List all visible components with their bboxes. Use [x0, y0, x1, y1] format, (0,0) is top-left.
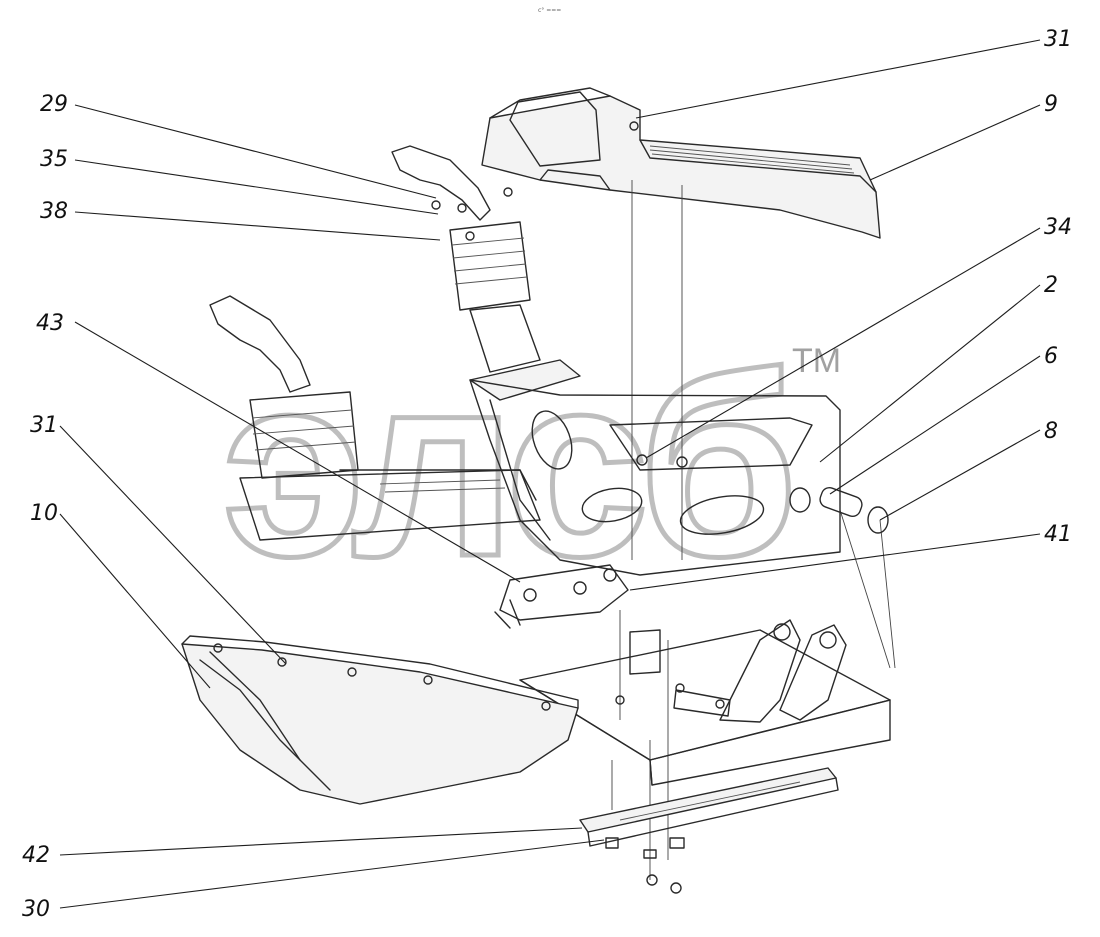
- hinge-brackets: [629, 619, 847, 723]
- main-bracket: [469, 379, 841, 576]
- callout-2: 2: [1044, 273, 1058, 298]
- right-control-lever: [391, 145, 581, 401]
- fasteners: [605, 121, 685, 894]
- callout-34: 34: [1044, 215, 1072, 240]
- callout-31-top: 31: [1044, 27, 1072, 52]
- callout-41: 41: [1044, 522, 1072, 547]
- callout-9: 9: [1044, 92, 1058, 117]
- callout-42: 42: [22, 843, 50, 868]
- header-mark: c° ===: [538, 7, 561, 14]
- callout-8: 8: [1044, 419, 1058, 444]
- callouts: 31 9 29 35 38 34 2 6 43 8 31 41 10 42 30: [22, 27, 1072, 922]
- callout-29: 29: [40, 92, 68, 117]
- callout-38: 38: [40, 199, 68, 224]
- console-cover-part: [481, 87, 881, 239]
- callout-30: 30: [22, 897, 50, 922]
- lock-mechanism: [494, 564, 629, 629]
- callout-10: 10: [30, 501, 58, 526]
- callout-43: 43: [36, 311, 64, 336]
- callout-31-left: 31: [30, 413, 58, 438]
- leader-lines: [59, 39, 1041, 909]
- left-control-lever: [209, 295, 541, 541]
- callout-35: 35: [40, 147, 68, 172]
- bottom-rail: [579, 767, 839, 847]
- callout-6: 6: [1044, 344, 1058, 369]
- pin-and-rings: [789, 486, 889, 534]
- watermark-trademark: TM: [792, 342, 841, 380]
- side-cover-part: [181, 635, 579, 805]
